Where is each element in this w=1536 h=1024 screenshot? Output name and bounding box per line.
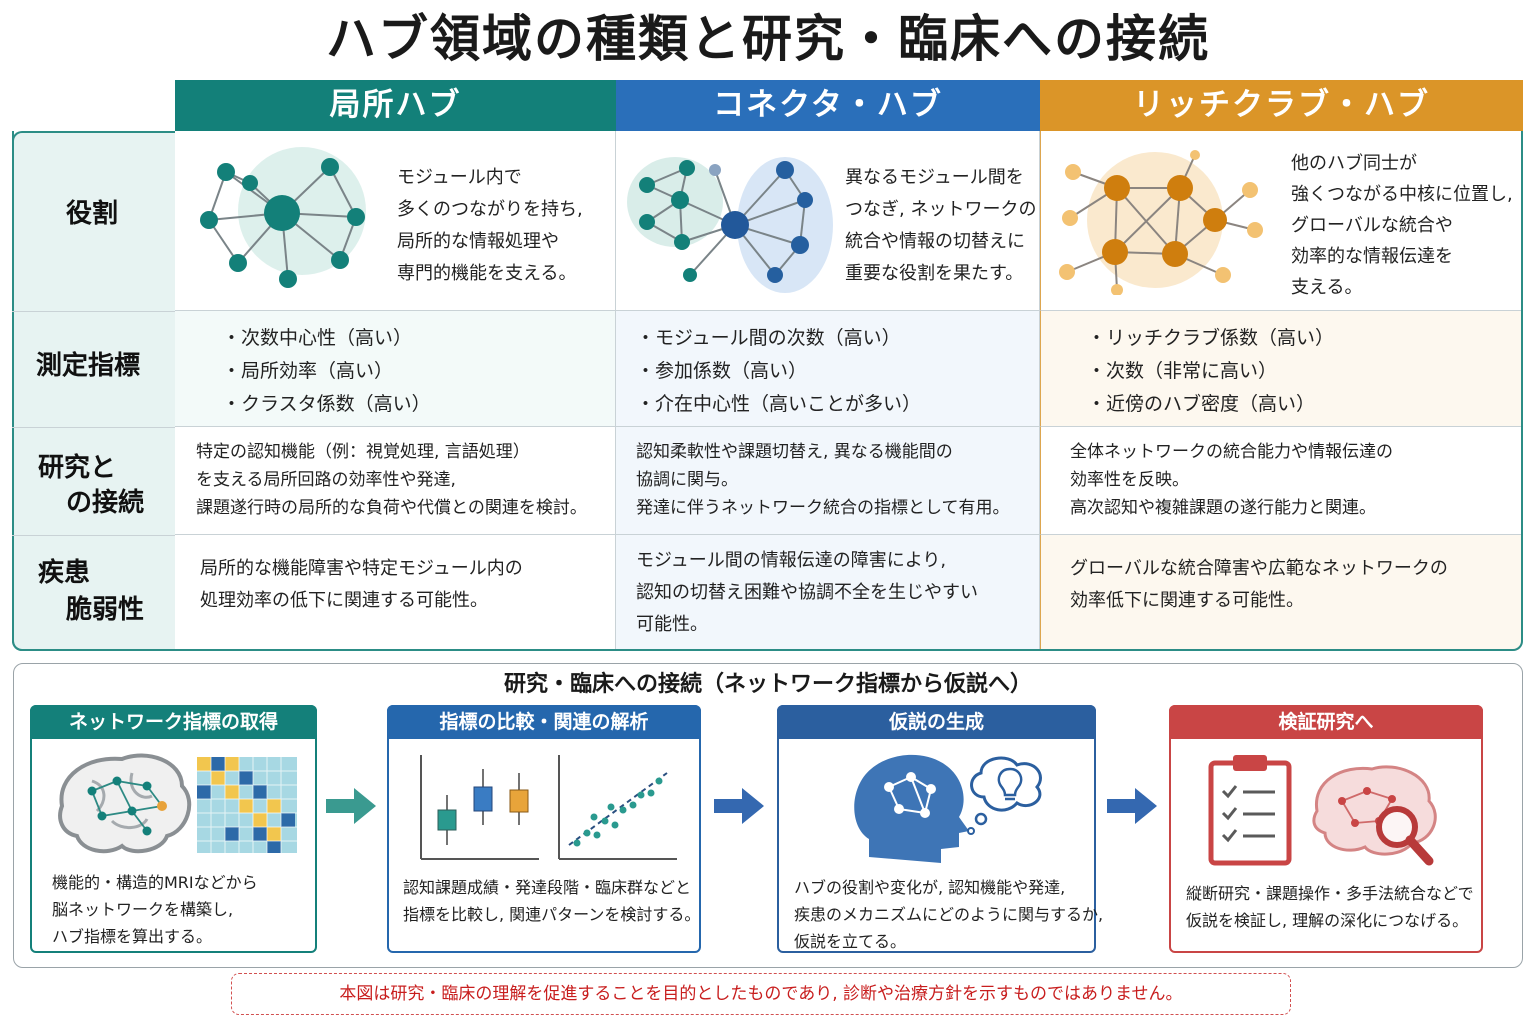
disease-cell-connector [616,535,1040,651]
research-cell-local [175,427,616,535]
disease-text-rich: グローバルな統合障害や広範なネットワークの効率低下に関連する可能性。 [1070,558,1448,611]
column-header-local-hub: 局所ハブ [175,80,616,131]
list-item: 介在中心性（高いことが多い） [636,388,921,421]
step-description: 縦断研究・課題操作・多手法統合などで仮説を検証し, 理解の深化につなげる。 [1186,884,1474,930]
disclaimer-notice: 本図は研究・臨床の理解を促進することを目的としたものであり, 診断や治療方針を示… [231,973,1291,1015]
disease-cell-local [175,535,616,651]
list-item: 次数中心性（高い） [222,322,431,355]
boxplot-scatter-icon [420,755,677,860]
row-label-column [12,131,175,651]
arrow-right-icon [714,788,764,824]
row-label-disease-2: 脆弱性 [66,595,145,625]
arrow-right-icon [326,788,376,824]
list-item: クラスタ係数（高い） [222,388,431,421]
step-description: ハブの役割や変化が, 認知機能や発達,疾患のメカニズムにどのように関与するか,仮… [794,878,1104,951]
row-label-disease-1: 疾患 [38,558,91,588]
connector-hub-network-icon [627,157,833,293]
list-item: 参加係数（高い） [636,355,921,388]
role-text-connector: 異なるモジュール間をつなぎ, ネットワークの統合や情報の切替えに重要な役割を果た… [845,167,1037,284]
step-title: 指標の比較・関連の解析 [387,705,701,739]
research-cell-rich [1040,427,1523,535]
disease-text-local: 局所的な機能障害や特定モジュール内の処理効率の低下に関連する可能性。 [200,558,523,611]
research-text-connector: 認知柔軟性や課題切替え, 異なる機能間の協調に関与。発達に伴うネットワーク統合の… [636,442,1010,518]
row-label-role: 役割 [66,199,119,229]
list-item: 局所効率（高い） [222,355,431,388]
metrics-list-local: 次数中心性（高い） 局所効率（高い） クラスタ係数（高い） [222,322,431,421]
workflow-step-acquire: ネットワーク指標の取得 [30,705,317,953]
list-item: モジュール間の次数（高い） [636,322,921,355]
step-title: 仮説の生成 [777,705,1096,739]
page-title: ハブ領域の種類と研究・臨床への接続 [326,10,1210,68]
metrics-list-connector: モジュール間の次数（高い） 参加係数（高い） 介在中心性（高いことが多い） [636,322,921,421]
step-description: 認知課題成績・発達段階・臨床群などと指標を比較し, 関連パターンを検討する。 [403,878,701,924]
row-label-research-2: の接続 [66,488,145,518]
workflow-title: 研究・臨床への接続（ネットワーク指標から仮説へ） [503,672,1032,697]
head-idea-icon [854,754,1042,863]
step-title: ネットワーク指標の取得 [30,705,317,739]
step-title: 検証研究へ [1169,705,1483,739]
column-header-connector-hub: コネクタ・ハブ [616,80,1040,131]
list-item: 近傍のハブ密度（高い） [1087,388,1334,421]
research-cell-connector [616,427,1040,535]
column-header-rich-club-hub: リッチクラブ・ハブ [1040,80,1523,131]
list-item: 次数（非常に高い） [1087,355,1334,388]
research-text-rich: 全体ネットワークの統合能力や情報伝達の効率性を反映。高次認知や複雑課題の遂行能力… [1070,442,1393,518]
workflow-step-analysis: 指標の比較・関連の解析 認知課題成績・発達段階・臨床群などと指標を比較し, 関連… [387,705,701,953]
row-label-research-1: 研究と [38,453,117,483]
workflow-step-hypothesis: 仮説の生成 ハブの役割や変化が, 認知機能や発達,疾患のメカニズムにどのように関… [777,705,1103,953]
disease-cell-rich [1040,535,1523,651]
clipboard-brain-search-icon [1208,755,1437,866]
list-item: リッチクラブ係数（高い） [1087,322,1334,355]
role-text-local: モジュール内で多くのつながりを持ち,局所的な情報処理や専門的機能を支える。 [397,167,583,284]
rich-club-hub-network-icon [1059,150,1263,295]
step-description: 機能的・構造的MRIなどから脳ネットワークを構築し,ハブ指標を算出する。 [52,873,258,946]
disease-text-connector: モジュール間の情報伝達の障害により,認知の切替え困難や協調不全を生じやすい可能性… [636,550,978,635]
row-divider [12,427,175,428]
research-text-local: 特定の認知機能（例：視覚処理, 言語処理）を支える局所回路の効率性や発達,課題遂… [196,442,587,518]
metrics-list-rich: リッチクラブ係数（高い） 次数（非常に高い） 近傍のハブ密度（高い） [1087,322,1334,421]
local-hub-network-icon [200,147,366,288]
arrow-right-icon [1107,788,1157,824]
row-label-metrics: 測定指標 [36,351,141,381]
table-frame [12,131,1523,651]
role-text-rich: 他のハブ同士が強くつながる中核に位置し,グローバルな統合や効率的な情報伝達を支え… [1291,153,1513,298]
workflow-step-verification: 検証研究へ 縦断研究・課題操作・多手法統合などで仮説を検証し, 理解の深化につな… [1169,705,1483,953]
brain-network-icon [58,753,297,854]
row-divider [12,535,175,536]
row-divider [12,311,175,312]
